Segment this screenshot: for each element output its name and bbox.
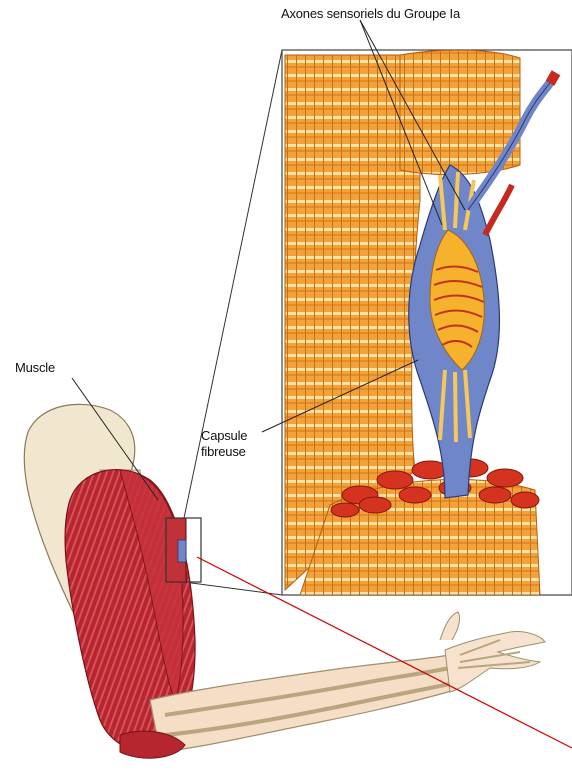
label-muscle: Muscle xyxy=(15,360,55,375)
label-fibreuse: fibreuse xyxy=(201,444,246,459)
label-axones-sensoriels: Axones sensoriels du Groupe Ia xyxy=(281,6,460,21)
label-capsule: Capsule xyxy=(201,428,247,443)
forearm xyxy=(150,655,455,752)
